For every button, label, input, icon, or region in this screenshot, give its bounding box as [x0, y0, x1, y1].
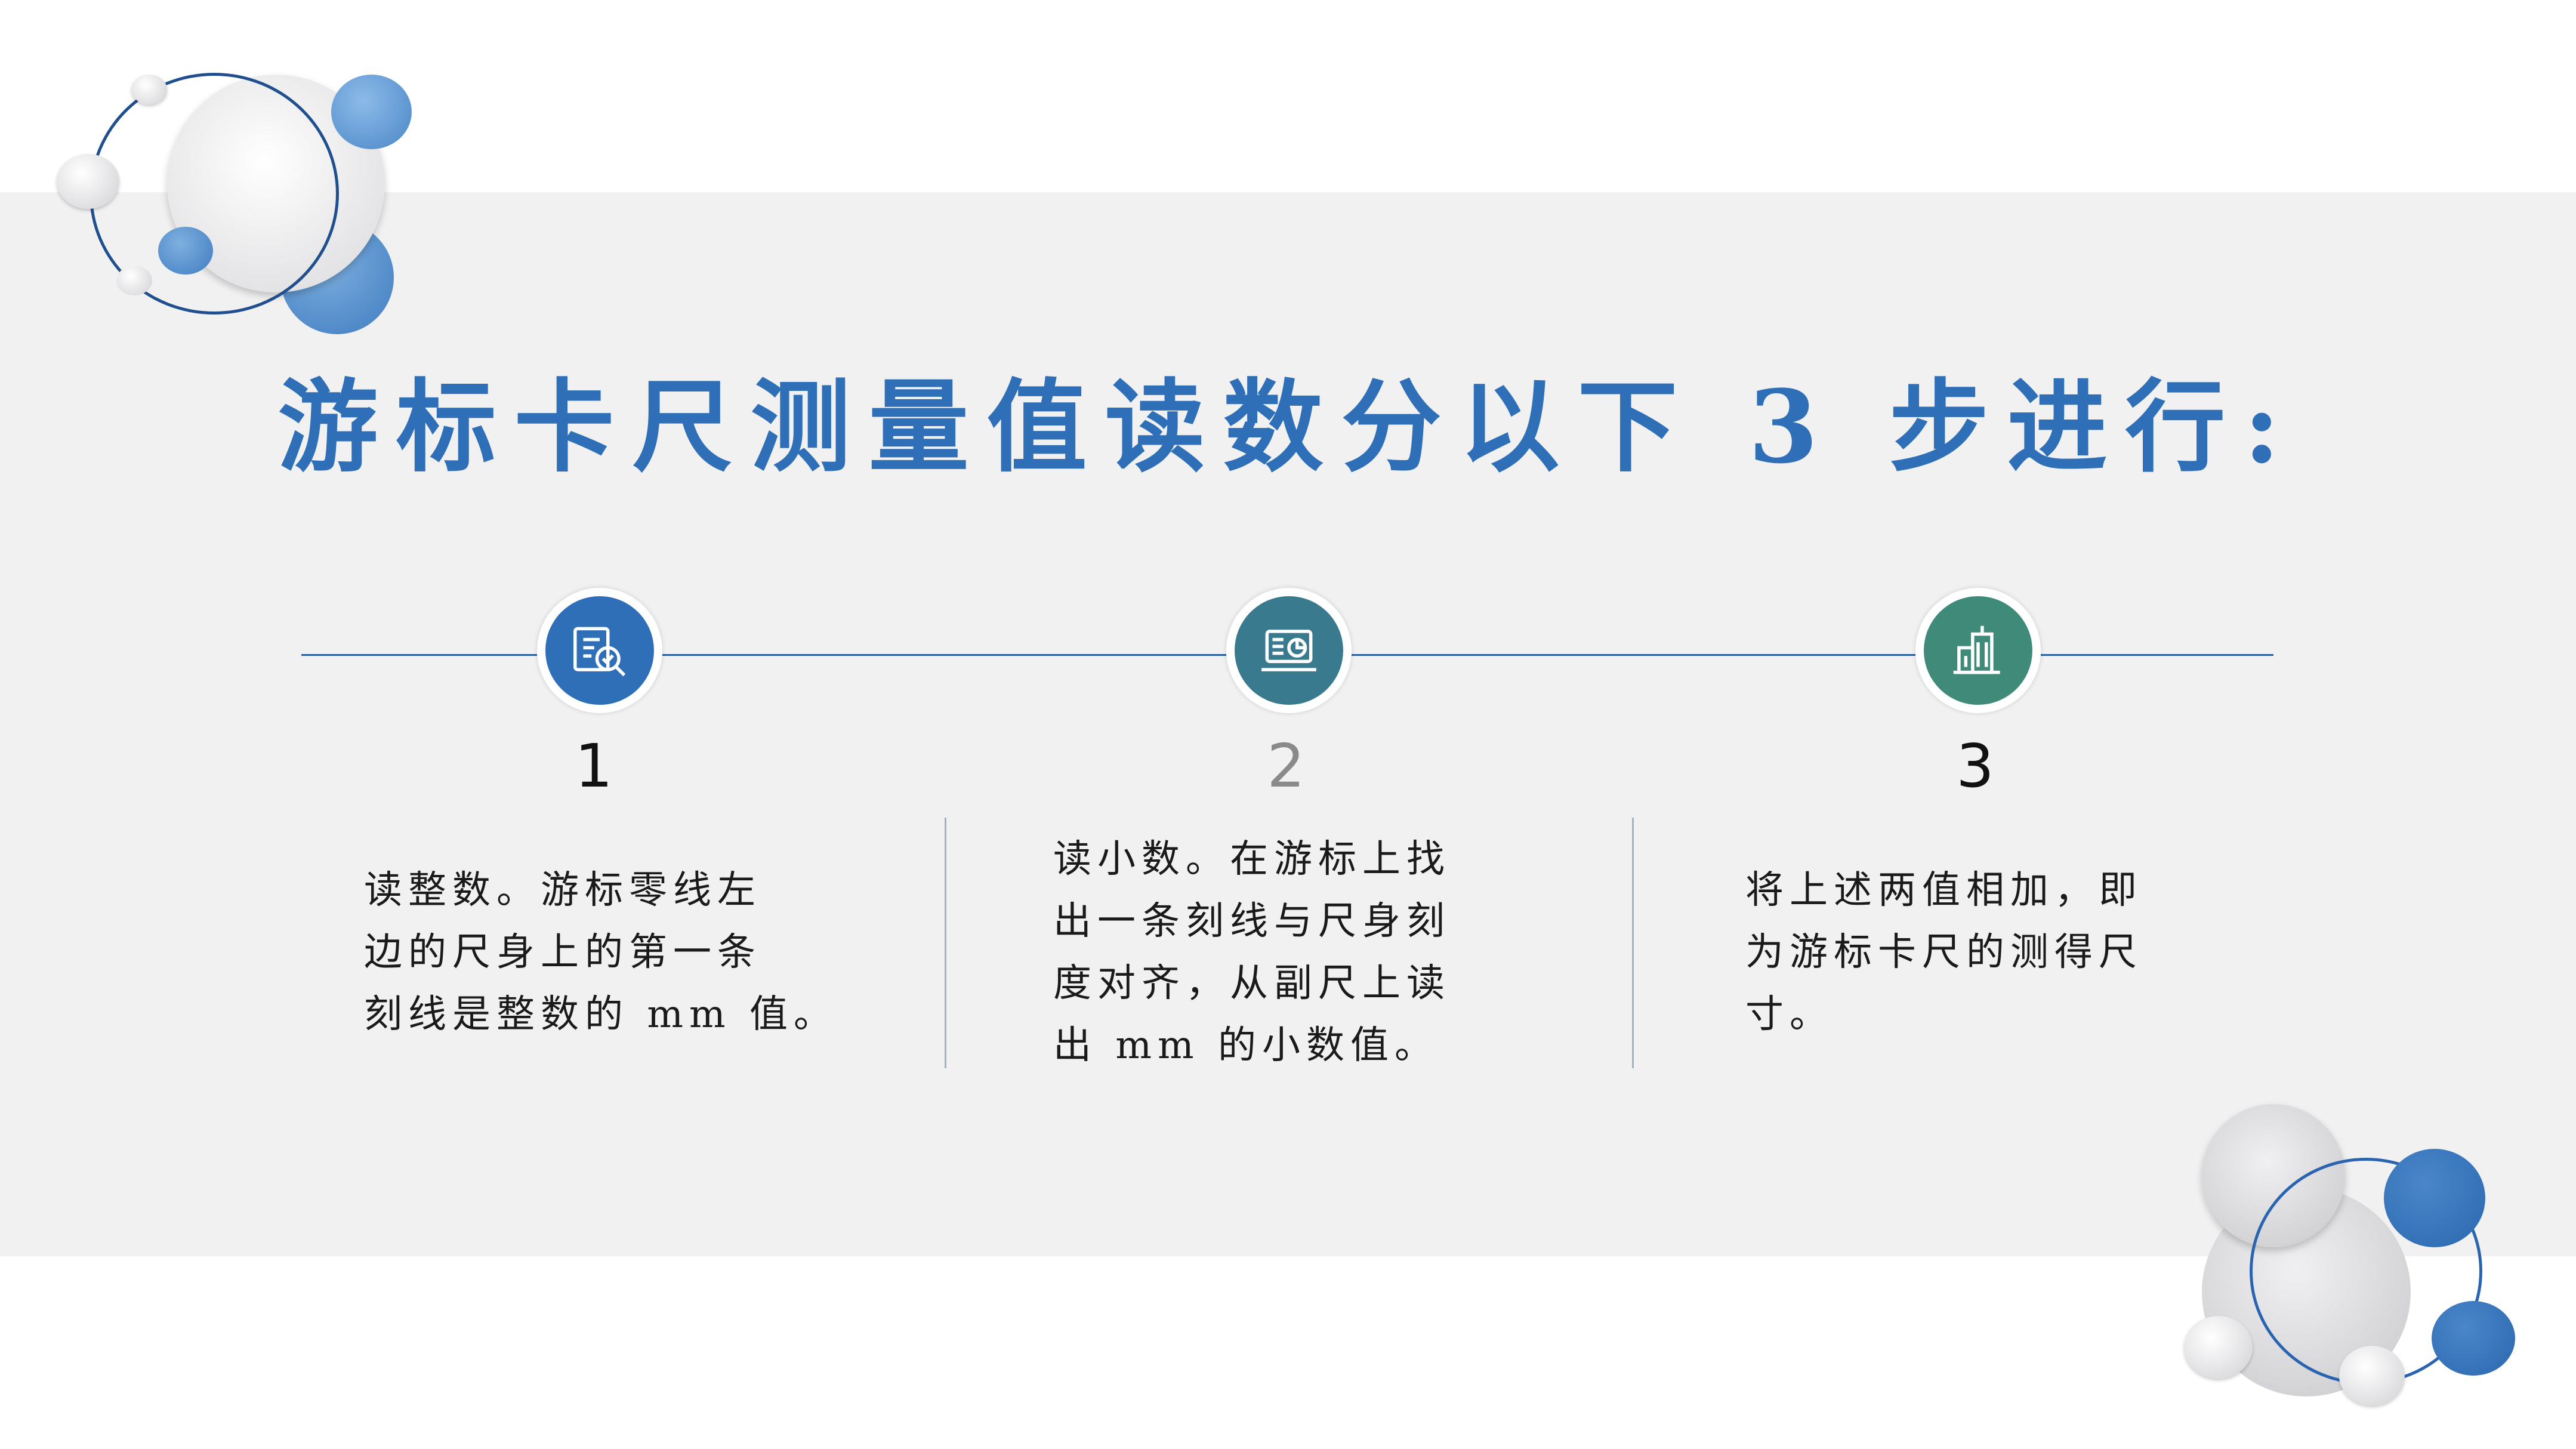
decorative-circle — [2184, 1316, 2253, 1379]
step-3-number: 3 — [1956, 731, 1994, 801]
timeline-line — [301, 654, 537, 656]
decorative-circle — [331, 75, 412, 149]
step-2-number: 2 — [1267, 731, 1305, 801]
slide-title: 游标卡尺测量值读数分以下 3 步进行: — [277, 368, 2299, 486]
column-divider — [945, 818, 946, 1068]
timeline-line — [662, 654, 1226, 656]
document-search-check-icon — [545, 596, 654, 705]
step-2-description: 读小数。在游标上找 出一条刻线与尺身刻 度对齐，从副尺上读 出 mm 的小数值。 — [1053, 837, 1451, 1068]
timeline-line — [1352, 654, 1915, 656]
step-1-number: 1 — [575, 731, 613, 801]
decorative-circle — [158, 227, 213, 275]
decorative-circle — [57, 154, 119, 209]
laptop-chart-icon — [1235, 596, 1343, 705]
step-3-description: 将上述两值相加，即 为游标卡尺的测得尺 寸。 — [1745, 868, 2143, 1037]
column-divider — [1632, 818, 1634, 1068]
step-2-node — [1226, 588, 1352, 713]
decorative-circle — [116, 266, 152, 295]
decorative-circle — [2432, 1301, 2515, 1376]
decorative-circle — [131, 75, 167, 104]
content-band — [0, 192, 2576, 1256]
buildings-icon — [1924, 596, 2032, 705]
step-1-description: 读整数。游标零线左 边的尺身上的第一条 刻线是整数的 mm 值。 — [364, 868, 838, 1037]
step-1-node — [537, 588, 662, 713]
step-3-node — [1915, 588, 2041, 713]
decorative-circle — [2339, 1346, 2405, 1405]
decorative-circle — [2384, 1149, 2485, 1247]
timeline-line — [2041, 654, 2273, 656]
